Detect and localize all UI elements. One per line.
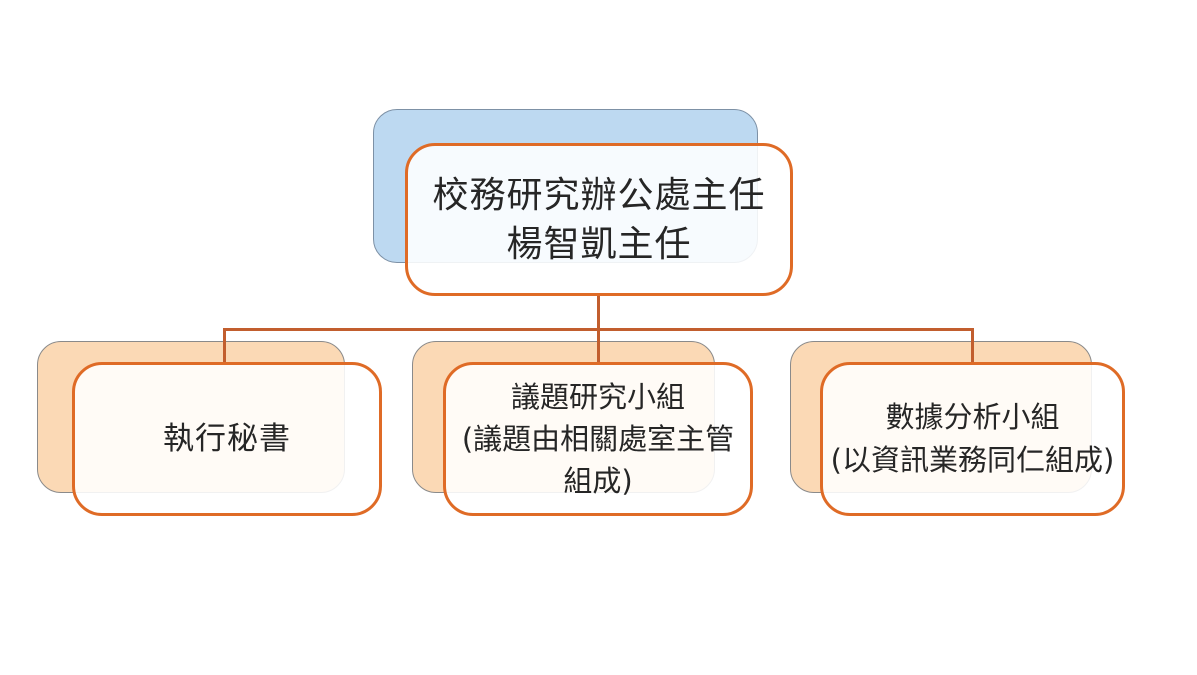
node-executive-secretary: 執行秘書 xyxy=(72,362,382,516)
node-director-name: 楊智凱主任 xyxy=(506,223,692,265)
node-director-title: 校務研究辦公處主任 xyxy=(432,174,766,216)
node-data-analysis-team-label: 數據分析小組 xyxy=(885,400,1060,434)
node-topic-research-team-label: 議題研究小組 xyxy=(510,380,685,414)
connector-drop-right-line xyxy=(971,328,974,362)
node-topic-research-team: 議題研究小組 (議題由相關處室主管 組成) xyxy=(443,362,753,516)
node-executive-secretary-label: 執行秘書 xyxy=(163,421,291,457)
node-director: 校務研究辦公處主任 楊智凱主任 xyxy=(405,143,793,296)
node-data-analysis-team: 數據分析小組 (以資訊業務同仁組成) xyxy=(820,362,1125,516)
connector-horizontal-line xyxy=(223,328,974,331)
node-data-analysis-team-note: (以資訊業務同仁組成) xyxy=(830,443,1115,477)
connector-drop-left-line xyxy=(223,328,226,362)
node-topic-research-team-note-line2: 組成) xyxy=(563,464,633,498)
node-topic-research-team-note-line1: (議題由相關處室主管 xyxy=(461,422,735,456)
